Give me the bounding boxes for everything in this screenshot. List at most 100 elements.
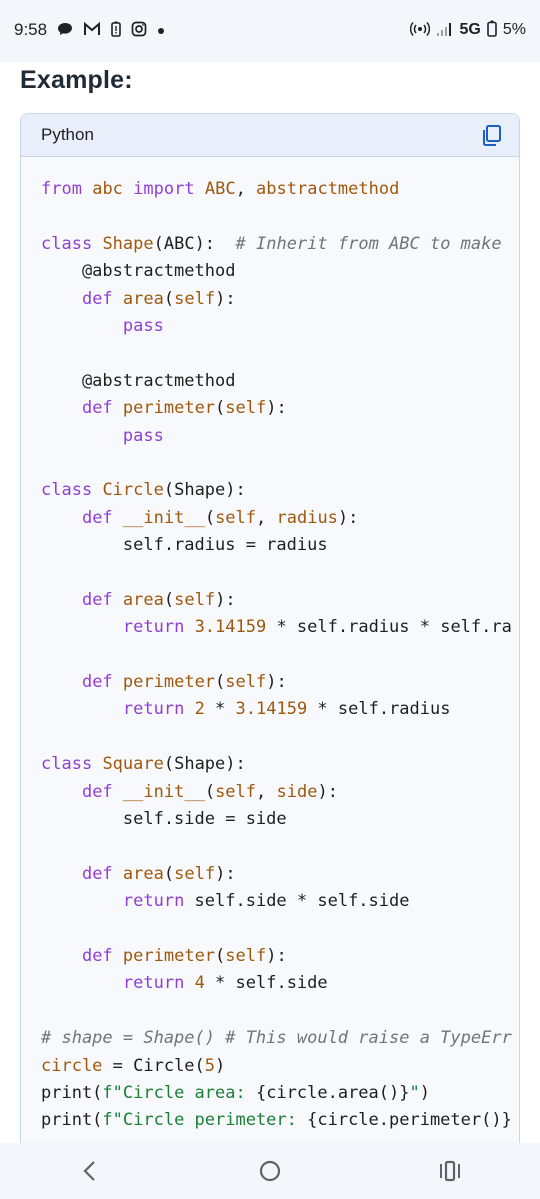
code-line xyxy=(41,203,519,230)
code-token xyxy=(82,179,92,199)
code-line: return 3.14159 * self.radius * self.ra xyxy=(41,614,519,641)
code-token xyxy=(195,179,205,199)
code-token: abc xyxy=(92,179,123,199)
code-token: # Inherit from ABC to make xyxy=(235,233,502,254)
code-line: def __init__(self, side): xyxy=(41,779,519,806)
code-token: ( xyxy=(163,589,175,610)
back-button[interactable] xyxy=(60,1151,120,1191)
code-token: self xyxy=(215,507,257,528)
home-button[interactable] xyxy=(240,1151,300,1191)
code-token xyxy=(41,508,82,528)
back-chevron-icon xyxy=(83,1161,95,1181)
code-line: print(f"Circle perimeter: {circle.perime… xyxy=(41,1107,519,1134)
gmail-icon xyxy=(83,21,101,38)
code-token xyxy=(41,864,82,884)
battery-icon xyxy=(487,20,497,39)
code-token: ): xyxy=(337,507,359,528)
code-token: area xyxy=(122,863,164,884)
code-token: __init__ xyxy=(122,507,205,528)
home-circle-icon xyxy=(259,1160,281,1182)
code-line: def perimeter(self): xyxy=(41,943,519,970)
code-line xyxy=(41,833,519,860)
code-token: def xyxy=(81,507,113,528)
code-token: 4 xyxy=(194,973,205,994)
code-line: self.side = side xyxy=(41,806,519,833)
code-line: pass xyxy=(41,313,519,340)
code-token xyxy=(113,946,123,966)
code-token: * self.radius xyxy=(307,699,451,720)
code-token: print( xyxy=(41,1110,103,1131)
code-token: , xyxy=(256,781,277,802)
code-line: def __init__(self, radius): xyxy=(41,505,519,532)
code-token: abstractmethod xyxy=(256,179,400,199)
code-line: def perimeter(self): xyxy=(41,669,519,696)
code-line: print(f"Circle area: {circle.area()}") xyxy=(41,1080,519,1107)
code-token: ( xyxy=(204,507,216,528)
code-token: (Shape): xyxy=(163,754,246,775)
code-token xyxy=(41,782,82,802)
code-token: # shape = Shape() # This would raise a T… xyxy=(41,1028,512,1049)
code-token: ): xyxy=(317,781,338,802)
code-token: def xyxy=(81,863,113,884)
code-token: class xyxy=(41,754,93,775)
code-line: return self.side * self.side xyxy=(41,888,519,915)
status-right: 5G 5% xyxy=(409,20,526,39)
code-token: perimeter xyxy=(122,398,216,419)
code-line: def area(self): xyxy=(41,286,519,313)
code-token xyxy=(41,699,123,719)
code-token: self xyxy=(174,288,216,309)
code-token: * xyxy=(204,699,236,720)
code-token: , xyxy=(256,507,277,528)
code-token: area xyxy=(122,589,164,610)
code-line: return 2 * 3.14159 * self.radius xyxy=(41,696,519,723)
code-token: from xyxy=(41,179,82,199)
code-line: @abstractmethod xyxy=(41,368,519,395)
code-line xyxy=(41,642,519,669)
code-line: class Square(Shape): xyxy=(41,751,519,778)
code-token: side xyxy=(276,781,318,802)
code-token: ): xyxy=(215,288,236,309)
code-token: {circle.area()} xyxy=(255,1082,410,1103)
copy-code-button[interactable] xyxy=(481,124,503,146)
code-token: class xyxy=(41,233,93,254)
code-token: ): xyxy=(266,945,287,966)
code-token: f"Circle perimeter: xyxy=(102,1110,308,1131)
code-token xyxy=(184,973,194,993)
code-token xyxy=(184,699,194,719)
code-token xyxy=(113,590,123,610)
code-token: def xyxy=(81,288,113,309)
code-token: self xyxy=(174,589,216,610)
code-token: @abstractmethod xyxy=(41,370,236,391)
recents-button[interactable] xyxy=(420,1151,480,1191)
code-token: self xyxy=(215,781,257,802)
code-token: def xyxy=(81,945,113,966)
code-token: pass xyxy=(122,425,164,446)
code-line xyxy=(41,916,519,943)
code-token: ( xyxy=(163,863,175,884)
recent-apps-icon xyxy=(440,1160,460,1182)
code-token: @abstractmethod xyxy=(41,261,236,282)
code-token: perimeter xyxy=(122,672,216,693)
code-token xyxy=(41,590,82,610)
code-token xyxy=(184,617,194,637)
code-line xyxy=(41,340,519,367)
signal-icon xyxy=(436,21,454,39)
code-token: * self.radius * self.ra xyxy=(266,617,512,638)
code-token: ( xyxy=(215,672,226,693)
code-token: ): xyxy=(266,672,287,693)
code-token xyxy=(41,289,82,309)
code-line: # shape = Shape() # This would raise a T… xyxy=(41,1025,519,1052)
code-token: * self.side xyxy=(204,973,328,994)
code-token: class xyxy=(41,480,93,501)
code-line: def area(self): xyxy=(41,861,519,888)
code-line: def area(self): xyxy=(41,587,519,614)
code-token: f"Circle area: xyxy=(102,1082,256,1103)
code-line: @abstractmethod xyxy=(41,258,519,285)
code-language-label: Python xyxy=(41,125,94,144)
code-token xyxy=(113,672,123,692)
code-token: (Shape): xyxy=(163,480,246,501)
code-line: self.radius = radius xyxy=(41,532,519,559)
code-token xyxy=(92,754,102,774)
code-token: perimeter xyxy=(122,945,216,966)
code-token: (ABC): xyxy=(153,233,236,254)
